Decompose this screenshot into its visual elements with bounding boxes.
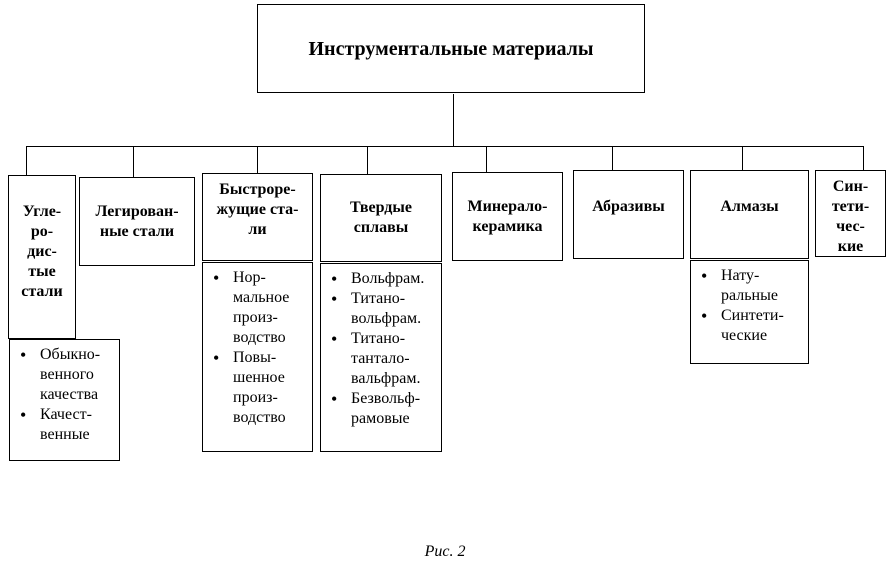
list-item: Нор- мальное произ- водство — [213, 268, 306, 348]
list-diamonds: Нату- ральные Синтети- ческие — [690, 260, 809, 364]
connector-horizontal-bus — [26, 146, 864, 147]
category-label: Син- тети- чес- кие — [831, 178, 870, 255]
connector-cat-0 — [26, 146, 27, 175]
category-synthetic: Син- тети- чес- кие — [815, 170, 886, 257]
list-item: Титано- тантало- вальфрам. — [331, 329, 435, 389]
connector-cat-3 — [367, 146, 368, 174]
category-label: Алмазы — [720, 198, 779, 215]
category-mineral-ceramics: Минерало- керамика — [452, 172, 563, 261]
list-item: Титано- вольфрам. — [331, 289, 435, 329]
list-item: Вольфрам. — [331, 269, 435, 289]
connector-cat-4 — [486, 146, 487, 172]
category-label: Твердые сплавы — [350, 199, 412, 236]
category-diamonds: Алмазы — [690, 170, 809, 259]
connector-cat-1 — [133, 146, 134, 177]
list-carbon-steels: Обыкно- венного качества Качест- венные — [9, 339, 120, 461]
figure-caption: Рис. 2 — [424, 543, 466, 560]
connector-cat-7 — [863, 146, 864, 170]
category-abrasives: Абразивы — [573, 170, 684, 259]
category-label: Абразивы — [592, 198, 665, 215]
category-high-speed-steels: Быстроре- жущие ста- ли — [202, 173, 313, 261]
list-item: Синтети- ческие — [701, 306, 802, 346]
connector-cat-2 — [257, 146, 258, 173]
list-item: Повы- шенное произ- водство — [213, 348, 306, 428]
category-carbon-steels: Угле- ро- дис- тые стали — [8, 175, 76, 339]
list-item: Безвольф- рамовые — [331, 389, 435, 429]
connector-root-trunk — [453, 94, 454, 146]
category-label: Быстроре- жущие ста- ли — [216, 181, 299, 238]
root-node: Инструментальные материалы — [257, 4, 645, 93]
list-item: Обыкно- венного качества — [20, 345, 113, 405]
category-alloy-steels: Легирован- ные стали — [79, 177, 195, 266]
connector-cat-5 — [612, 146, 613, 170]
list-item: Нату- ральные — [701, 266, 802, 306]
root-title: Инструментальные материалы — [308, 37, 594, 60]
list-high-speed-steels: Нор- мальное произ- водство Повы- шенное… — [202, 262, 313, 452]
category-hard-alloys: Твердые сплавы — [320, 174, 442, 262]
list-hard-alloys: Вольфрам. Титано- вольфрам. Титано- тант… — [320, 263, 442, 452]
category-label: Минерало- керамика — [467, 197, 548, 235]
connector-cat-6 — [742, 146, 743, 170]
category-label: Угле- ро- дис- тые стали — [21, 203, 63, 300]
list-item: Качест- венные — [20, 405, 113, 445]
category-label: Легирован- ные стали — [95, 202, 179, 240]
